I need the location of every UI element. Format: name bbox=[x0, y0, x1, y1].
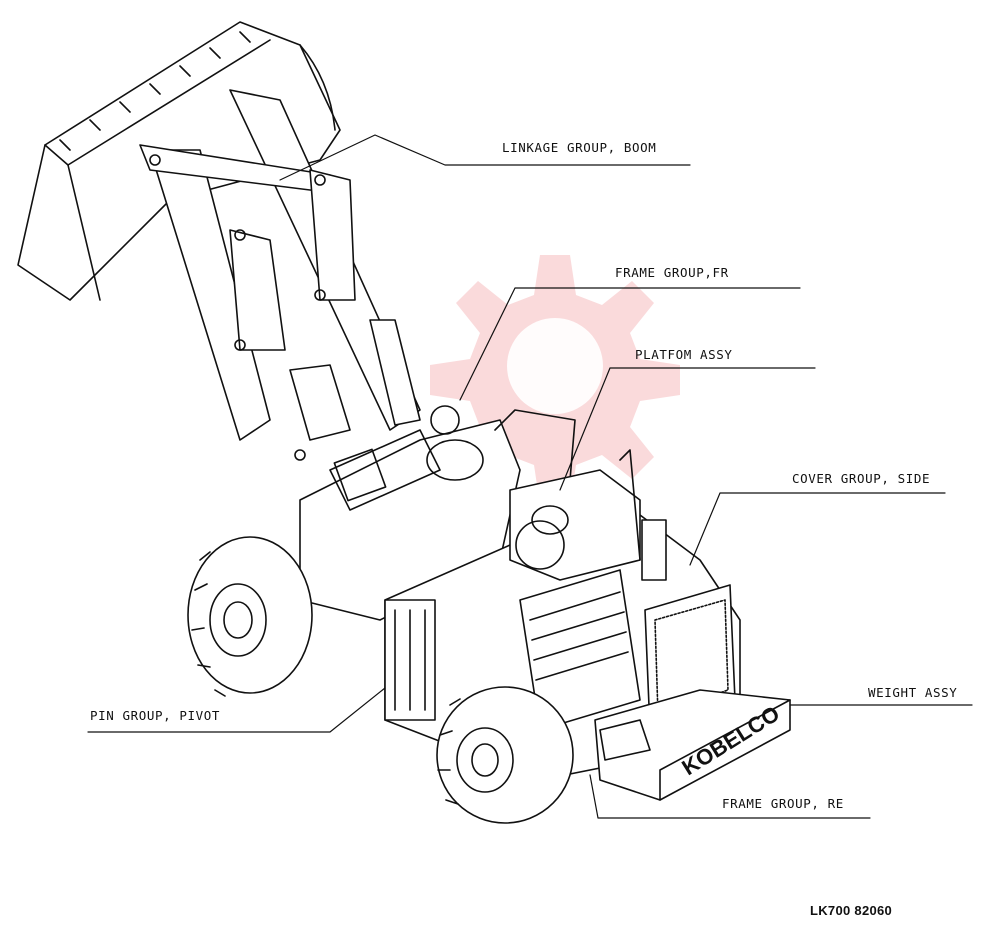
label-cover-group-side: COVER GROUP, SIDE bbox=[792, 471, 931, 486]
rear-wheel-drawing bbox=[436, 686, 574, 824]
leader-lines bbox=[87, 134, 973, 819]
label-weight-assy: WEIGHT ASSY bbox=[868, 685, 958, 700]
label-platform-assy: PLATFOM ASSY bbox=[635, 347, 733, 362]
front-wheel-drawing bbox=[187, 536, 313, 697]
label-frame-group-re: FRAME GROUP, RE bbox=[722, 796, 844, 811]
drawing-code: LK700 82060 bbox=[810, 903, 893, 918]
counterweight-drawing bbox=[594, 689, 791, 801]
label-frame-group-fr: FRAME GROUP,FR bbox=[615, 265, 729, 280]
boom-linkage-drawing bbox=[139, 89, 421, 461]
label-pin-group-pivot: PIN GROUP, PIVOT bbox=[90, 708, 221, 723]
label-linkage-group-boom: LINKAGE GROUP, BOOM bbox=[502, 140, 657, 155]
pivot-pin-drawing bbox=[384, 599, 436, 721]
